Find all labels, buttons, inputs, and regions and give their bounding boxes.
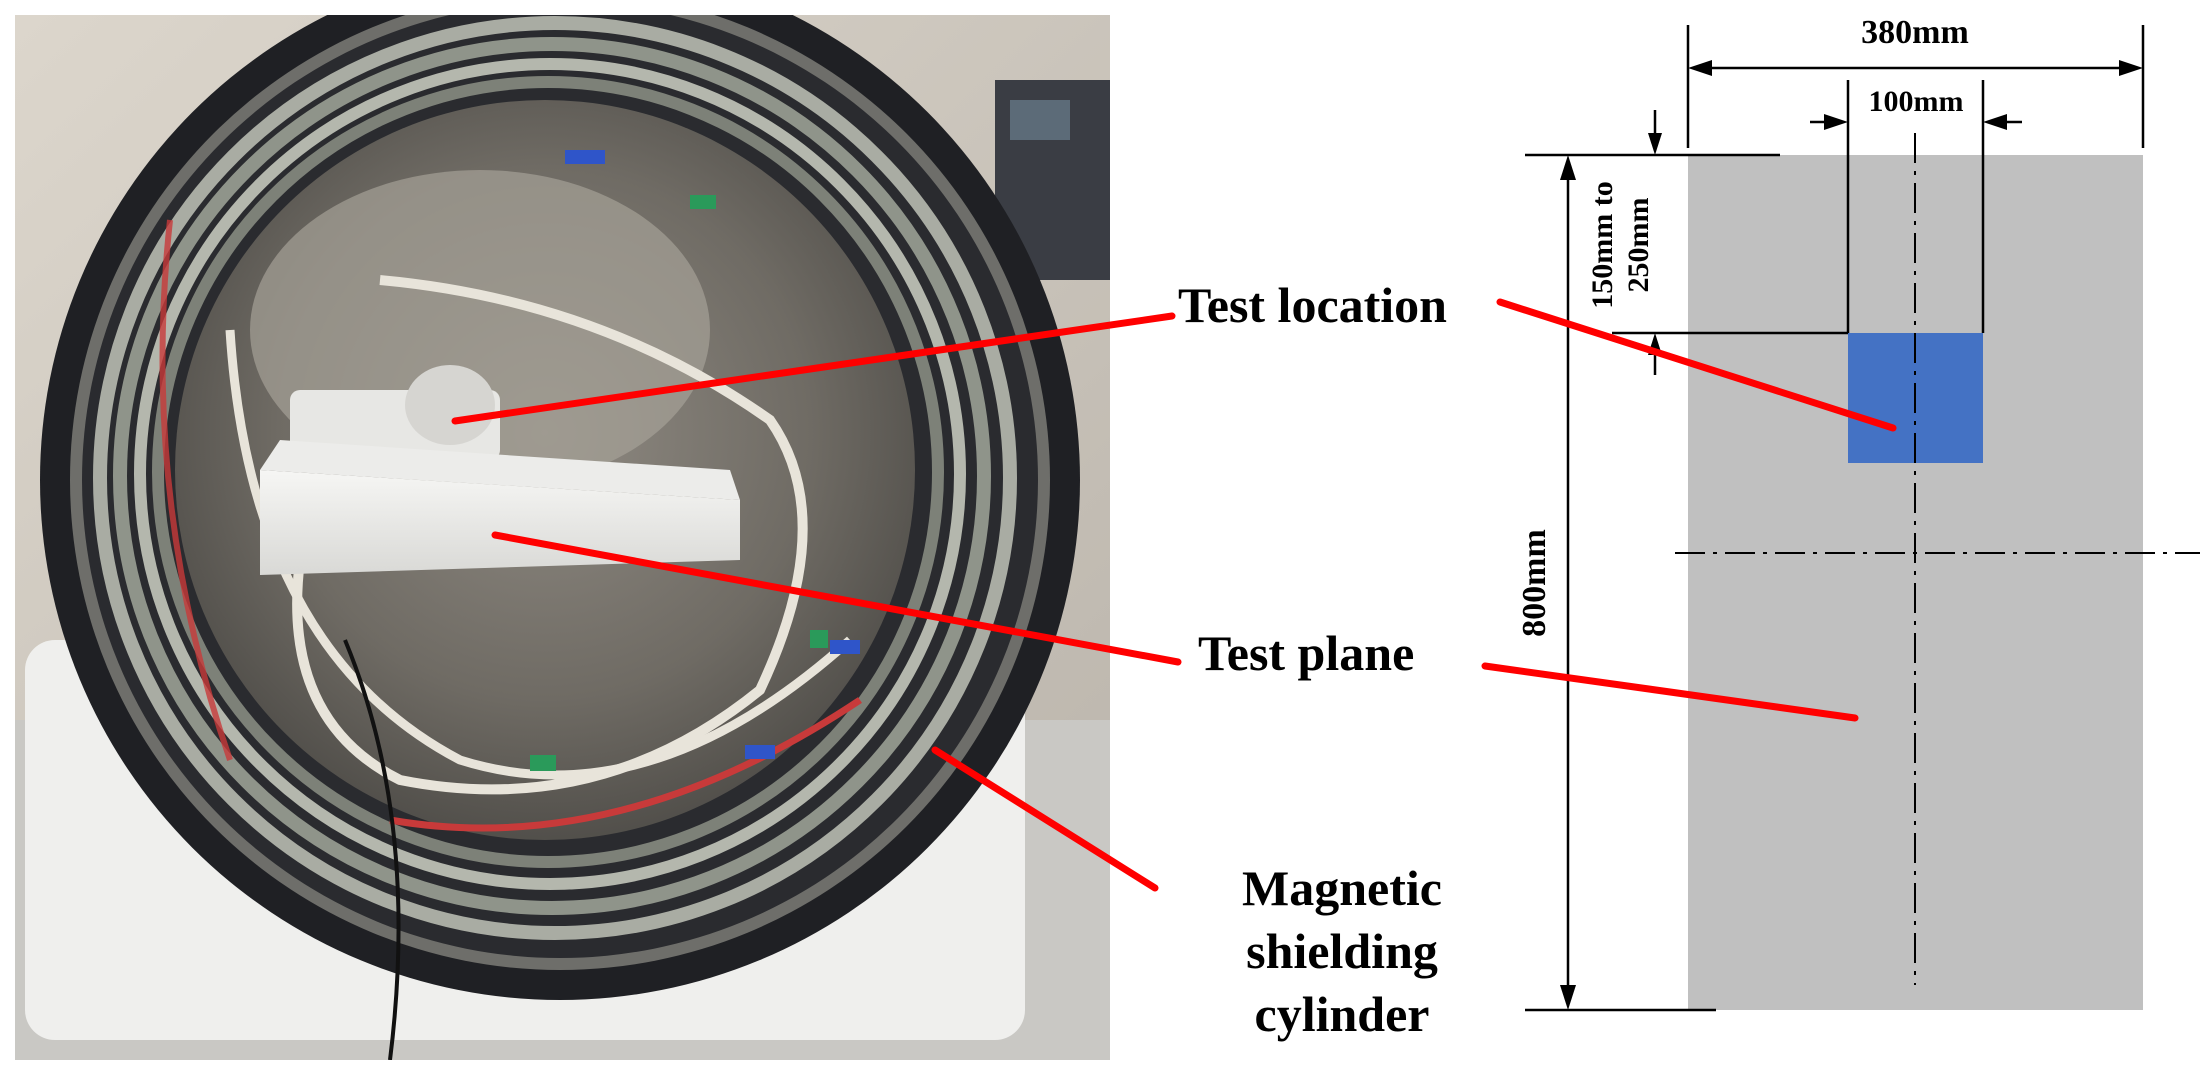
pointer-shielding-cylinder [931,746,1159,892]
label-test-plane: Test plane [1198,625,1414,681]
photo-shield-layer-3 [134,58,966,890]
dimension-100mm [1810,80,2022,333]
label-shield-line1: Magnetic [1242,860,1442,916]
label-offset-line2: 250mm [1622,198,1655,293]
label-shield-line3: cylinder [1255,986,1430,1042]
label-100mm: 100mm [1869,85,1964,118]
pointer-test-location-photo [451,312,1176,425]
photo-cable-red [389,697,862,832]
dimension-380mm [1686,25,2145,148]
schematic-diagram: 380mm 100mm 150mm to 250mm 800mm [1516,14,2200,1012]
photo-shield-layer-1 [93,16,1017,940]
label-offset-line1: 150mm to [1586,181,1619,308]
photo-shielding-cylinder [15,15,1110,1060]
pointer-lines [451,298,1897,892]
photo-shield-layer-4 [152,76,944,868]
pointer-test-plane-schematic [1481,662,1859,722]
photo-cable-white [292,275,808,795]
photo-shield-layer-2 [113,37,991,915]
photo-foam-test-plane [260,470,740,575]
label-800mm: 800mm [1516,529,1553,637]
pointer-test-location-schematic [1496,298,1897,432]
dimension-800mm [1525,155,1716,1012]
label-380mm: 380mm [1861,14,1969,51]
pointer-test-plane-photo [491,531,1182,666]
label-test-location: Test location [1178,277,1447,333]
label-shield-line2: shielding [1246,923,1438,979]
